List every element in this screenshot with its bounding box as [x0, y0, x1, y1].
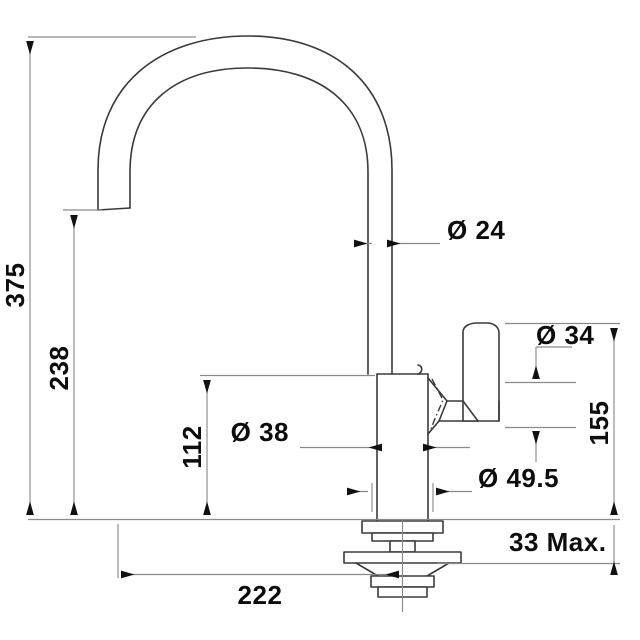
dim-label-155: 155: [584, 401, 614, 446]
dimension-238: 238: [44, 209, 102, 516]
dimension-dia-34: Ø 34: [505, 320, 594, 462]
dim-label-dia-24: Ø 24: [447, 215, 505, 245]
dim-label-dia-49-5: Ø 49.5: [478, 463, 559, 493]
lever-handle-body: [462, 322, 500, 422]
handle-pivot-axis: [429, 378, 444, 433]
dimension-375: 375: [0, 36, 196, 516]
spout-outlet-mouth: [97, 207, 131, 211]
dimension-dia-24: Ø 24: [353, 215, 505, 248]
body-cap-nub: [417, 364, 423, 375]
handle-neck-upper: [427, 377, 448, 435]
dim-label-222: 222: [238, 580, 283, 610]
dimension-155: 155: [505, 322, 620, 576]
dim-label-112: 112: [177, 425, 207, 468]
spout-outer-arc: [97, 35, 393, 245]
dim-label-dia-34: Ø 34: [536, 320, 594, 350]
mount-washer-taper-right: [426, 562, 450, 577]
dim-label-375: 375: [0, 263, 30, 308]
dimension-33-max: 33 Max.: [437, 527, 620, 565]
dim-label-dia-38: Ø 38: [231, 417, 289, 447]
dimension-222: 222: [117, 524, 400, 610]
dimension-112: 112: [177, 374, 375, 516]
faucet-outline-group: [97, 35, 500, 612]
dimension-dia-49-5: Ø 49.5: [346, 463, 559, 512]
dim-label-238: 238: [44, 346, 74, 391]
dimension-dia-38: Ø 38: [231, 417, 470, 452]
dim-label-33-max: 33 Max.: [509, 527, 606, 557]
spout-inner-arc: [129, 67, 369, 245]
handle-bevel: [462, 400, 479, 422]
